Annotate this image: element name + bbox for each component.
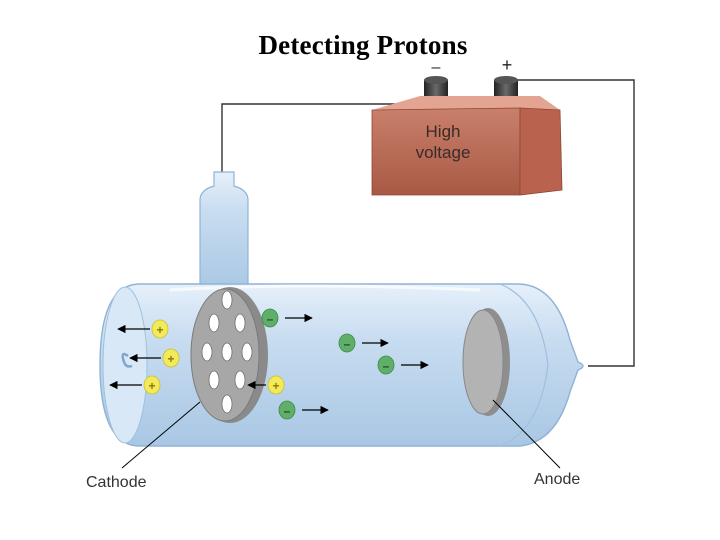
page-title: Detecting Protons: [258, 30, 468, 60]
cathode-disc: [190, 287, 268, 423]
svg-text:–: –: [344, 337, 351, 351]
cathode-label: Cathode: [86, 474, 147, 491]
high-voltage-battery: High voltage – +: [371, 55, 563, 196]
cathode-leader-line: [121, 401, 201, 469]
svg-text:–: –: [267, 312, 274, 326]
gas-inlet-tube: [199, 171, 249, 291]
battery-label-line2: voltage: [416, 143, 471, 162]
negative-particles: – – – –: [261, 308, 429, 420]
positive-particle: +: [109, 375, 161, 395]
negative-particle: –: [278, 400, 329, 420]
anode-label: Anode: [534, 471, 580, 488]
negative-terminal-sign: –: [432, 59, 441, 76]
anode-disc: [462, 308, 510, 416]
svg-text:+: +: [272, 379, 279, 393]
svg-text:+: +: [148, 379, 155, 393]
svg-text:+: +: [156, 323, 163, 337]
svg-text:–: –: [284, 404, 291, 418]
negative-particle: –: [261, 308, 313, 328]
svg-text:+: +: [167, 352, 174, 366]
positive-particle: +: [117, 319, 169, 339]
anode-leader-line: [492, 399, 561, 469]
negative-particle: –: [338, 333, 389, 353]
tube-reflection: [121, 352, 133, 368]
svg-text:–: –: [383, 359, 390, 373]
negative-particle: –: [377, 355, 429, 375]
positive-particle: +: [129, 348, 180, 368]
positive-particle: +: [247, 375, 285, 395]
battery-label-line1: High: [426, 122, 461, 141]
positive-particles: + + + +: [109, 319, 285, 395]
positive-terminal-sign: +: [502, 55, 513, 75]
